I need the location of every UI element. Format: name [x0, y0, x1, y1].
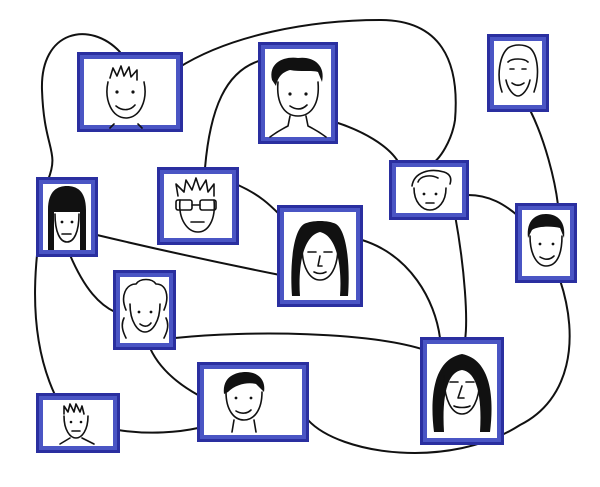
- portrait-frame[interactable]: [389, 160, 469, 220]
- connector-line: [177, 18, 457, 166]
- connector-line: [467, 194, 518, 216]
- connector-line: [96, 234, 281, 276]
- portrait-frame[interactable]: [197, 362, 309, 442]
- person-face-icon: [59, 403, 95, 445]
- person-face-icon: [291, 221, 349, 296]
- connector-line: [174, 332, 426, 351]
- portrait-frame[interactable]: [113, 270, 176, 350]
- portrait-frame[interactable]: [77, 52, 183, 132]
- person-face-icon: [223, 372, 265, 433]
- connector-line: [149, 347, 199, 396]
- person-face-icon: [411, 169, 452, 211]
- portrait-frame[interactable]: [277, 205, 363, 307]
- connector-line: [361, 239, 441, 339]
- portrait-frame[interactable]: [258, 42, 338, 144]
- connector-line: [334, 121, 401, 166]
- connector-line: [204, 59, 263, 169]
- person-face-icon: [432, 354, 492, 432]
- portrait-frame[interactable]: [157, 167, 239, 245]
- portrait-frame[interactable]: [36, 393, 120, 453]
- portrait-frame[interactable]: [487, 34, 549, 112]
- connector-line: [307, 279, 571, 454]
- portrait-frame[interactable]: [515, 203, 577, 283]
- connector-line: [454, 214, 468, 341]
- person-face-icon: [527, 214, 565, 267]
- person-face-icon: [175, 177, 217, 233]
- connector-line: [69, 254, 116, 313]
- person-face-icon: [498, 44, 539, 97]
- connector-lines: [34, 18, 571, 454]
- connector-line: [34, 33, 121, 396]
- person-face-icon: [48, 186, 86, 250]
- person-face-icon: [121, 278, 169, 339]
- person-face-icon: [106, 65, 146, 129]
- connector-line: [117, 427, 199, 434]
- portrait-frame[interactable]: [420, 337, 504, 445]
- connector-line: [237, 184, 281, 216]
- person-face-icon: [269, 57, 327, 138]
- connector-line: [529, 109, 559, 206]
- portrait-frame[interactable]: [36, 177, 98, 257]
